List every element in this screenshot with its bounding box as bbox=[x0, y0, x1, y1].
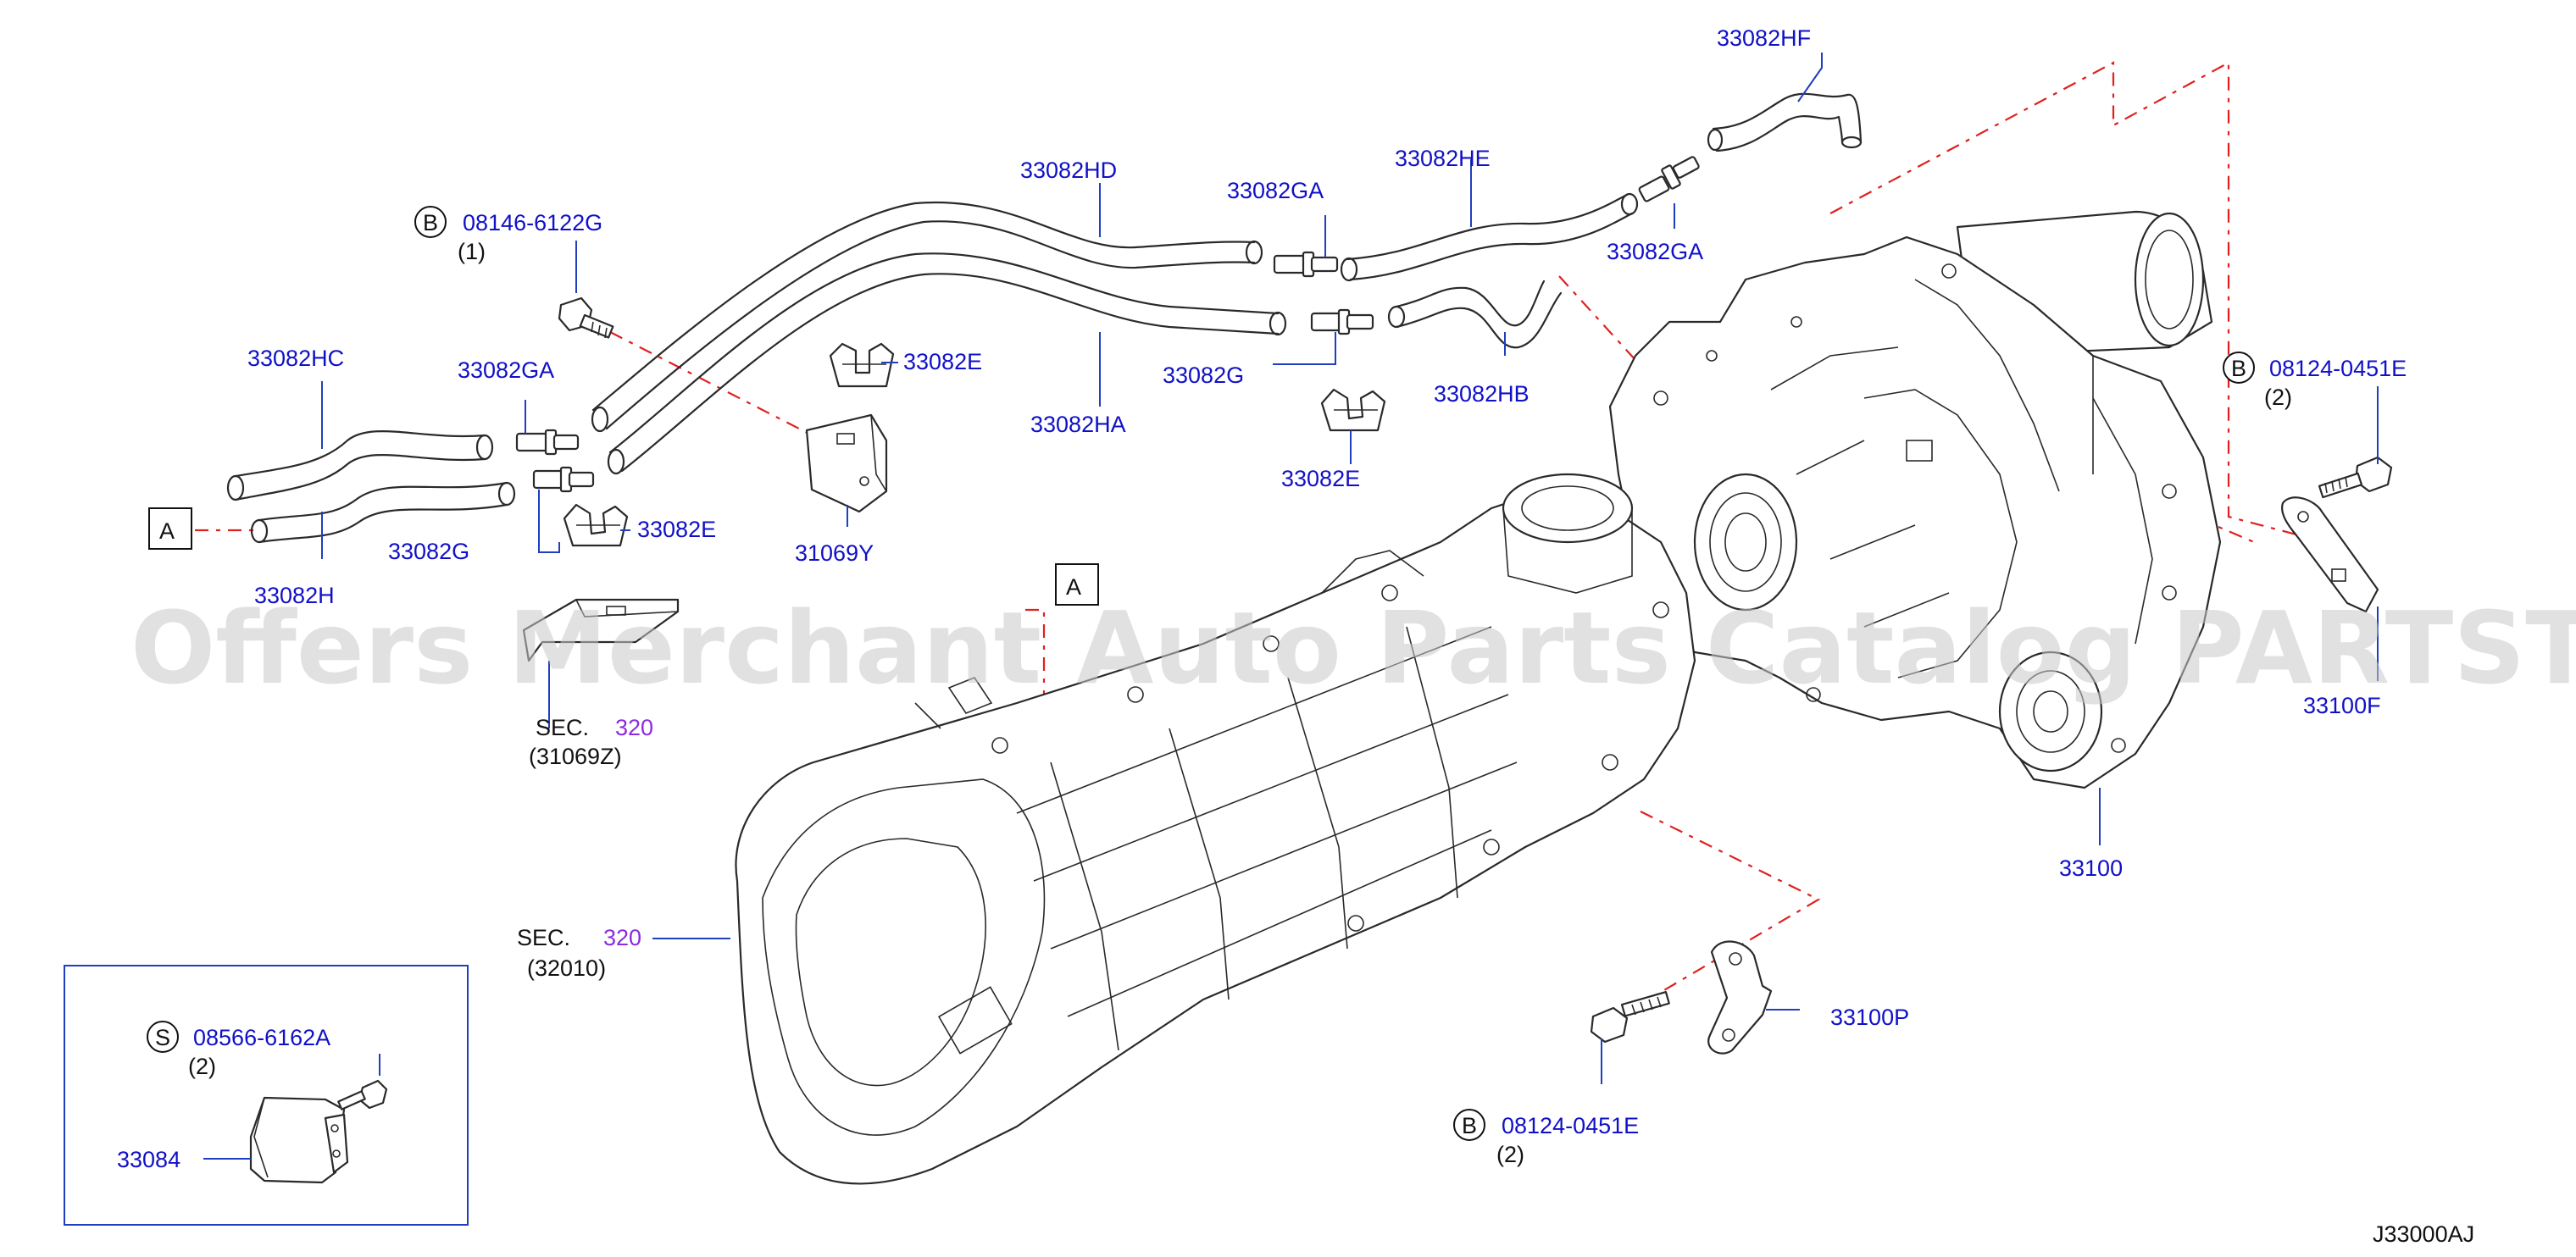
callout-prefix: B bbox=[2231, 356, 2246, 381]
clip-33082E-left bbox=[563, 503, 629, 547]
section-prefix: SEC. bbox=[536, 715, 589, 740]
bolt-08124-0451E-right bbox=[2318, 456, 2393, 499]
label-33082GA-right: 33082GA bbox=[1607, 239, 1703, 264]
watermark-text: Offers Merchant Auto Parts Catalog PARTS… bbox=[130, 590, 2576, 706]
callout-quantity: (2) bbox=[188, 1054, 216, 1079]
hose-33082HD bbox=[591, 201, 1263, 433]
label-33082GA-left: 33082GA bbox=[458, 357, 554, 383]
connector-33082GA-left bbox=[515, 429, 580, 456]
section-prefix: SEC. bbox=[517, 925, 570, 950]
callout-prefix: B bbox=[1462, 1113, 1477, 1138]
s-circle-icon bbox=[147, 1021, 179, 1053]
labels: 33082HF 33082HD 33082HE 33082GA 33082GA … bbox=[117, 25, 2474, 1247]
reference-box-a-mid: A bbox=[1055, 563, 1099, 606]
label-33084: 33084 bbox=[117, 1147, 180, 1172]
callout-screw-08566-6162A: S 08566-6162A (2) bbox=[147, 1021, 330, 1079]
b-circle-icon bbox=[1453, 1109, 1485, 1141]
callout-part-number: 08146-6122G bbox=[463, 210, 602, 235]
label-33082HB: 33082HB bbox=[1434, 381, 1530, 407]
callout-bolt-08124-0451E-bottom: B 08124-0451E (2) bbox=[1453, 1109, 1639, 1167]
label-33082G-left: 33082G bbox=[388, 539, 469, 564]
label-33082E-mid: 33082E bbox=[903, 349, 982, 374]
bolt-08124-0451E-bottom bbox=[1590, 991, 1670, 1044]
callout-bolt-08124-0451E-right: B 08124-0451E (2) bbox=[2223, 352, 2407, 410]
label-33082HE: 33082HE bbox=[1395, 146, 1491, 171]
connector-33082GA-right bbox=[1638, 156, 1700, 202]
transfer-case-33100 bbox=[1608, 210, 2222, 789]
label-33082HD: 33082HD bbox=[1020, 158, 1117, 183]
hose-33082HC bbox=[226, 430, 494, 501]
bolt-08146-6122G bbox=[558, 296, 614, 339]
callout-part-number: 08566-6162A bbox=[193, 1025, 330, 1050]
section-subpart: (31069Z) bbox=[529, 744, 622, 769]
callout-quantity: (2) bbox=[2264, 385, 2292, 410]
leader-lines bbox=[203, 53, 2379, 1160]
callout-quantity: (1) bbox=[458, 239, 486, 264]
diagram-code: J33000AJ bbox=[2373, 1221, 2474, 1247]
label-33100P: 33100P bbox=[1830, 1005, 1909, 1030]
label-33082H: 33082H bbox=[254, 583, 335, 608]
b-circle-icon bbox=[2223, 352, 2255, 384]
label-33082GA-top: 33082GA bbox=[1227, 178, 1324, 203]
label-33082G-mid: 33082G bbox=[1163, 363, 1244, 388]
callout-prefix: S bbox=[155, 1025, 170, 1050]
connector-33082G-left bbox=[532, 466, 595, 493]
label-31069Y: 31069Y bbox=[795, 540, 874, 566]
inset-box-33084 bbox=[64, 965, 469, 1226]
section-ref-upper: SEC. 320 (31069Z) bbox=[529, 715, 653, 769]
section-number-link[interactable]: 320 bbox=[615, 715, 653, 740]
callout-quantity: (2) bbox=[1496, 1142, 1524, 1167]
hose-33082HB bbox=[1387, 280, 1563, 349]
connector-33082GA-top bbox=[1273, 251, 1339, 278]
label-33100: 33100 bbox=[2059, 856, 2123, 881]
reference-box-a-left: A bbox=[148, 507, 192, 550]
bracket-33100F bbox=[2281, 496, 2379, 613]
transmission-32010 bbox=[735, 473, 1696, 1185]
section-subpart: (32010) bbox=[527, 955, 606, 981]
clip-33082E-lower bbox=[1320, 388, 1386, 432]
b-circle-icon bbox=[414, 206, 447, 238]
callout-prefix: B bbox=[423, 210, 438, 235]
connector-33082G-mid bbox=[1310, 308, 1374, 335]
clip-33082E-mid bbox=[829, 342, 895, 388]
label-33082HC: 33082HC bbox=[247, 346, 344, 371]
hose-33082HF bbox=[1707, 92, 1863, 152]
callout-part-number: 08124-0451E bbox=[1502, 1113, 1639, 1138]
label-33100F: 33100F bbox=[2303, 693, 2381, 718]
section-number-link[interactable]: 320 bbox=[603, 925, 641, 950]
bracket-31069Z bbox=[522, 598, 680, 662]
hose-33082HE bbox=[1340, 192, 1639, 282]
reference-letter: A bbox=[1066, 574, 1081, 600]
reference-letter: A bbox=[159, 518, 175, 544]
label-33082HA: 33082HA bbox=[1030, 412, 1126, 437]
hose-33082H bbox=[250, 481, 516, 544]
bracket-31069Y bbox=[805, 413, 888, 513]
callout-part-number: 08124-0451E bbox=[2269, 356, 2407, 381]
hose-33082HA bbox=[607, 252, 1287, 475]
label-33082E-left: 33082E bbox=[637, 517, 716, 542]
label-33082HF: 33082HF bbox=[1717, 25, 1811, 51]
section-ref-lower: SEC. 320 (32010) bbox=[517, 925, 641, 981]
callout-bolt-08146-6122G: B 08146-6122G (1) bbox=[414, 206, 602, 264]
label-33082E-lower: 33082E bbox=[1281, 466, 1360, 491]
bracket-33100P bbox=[1707, 940, 1773, 1055]
